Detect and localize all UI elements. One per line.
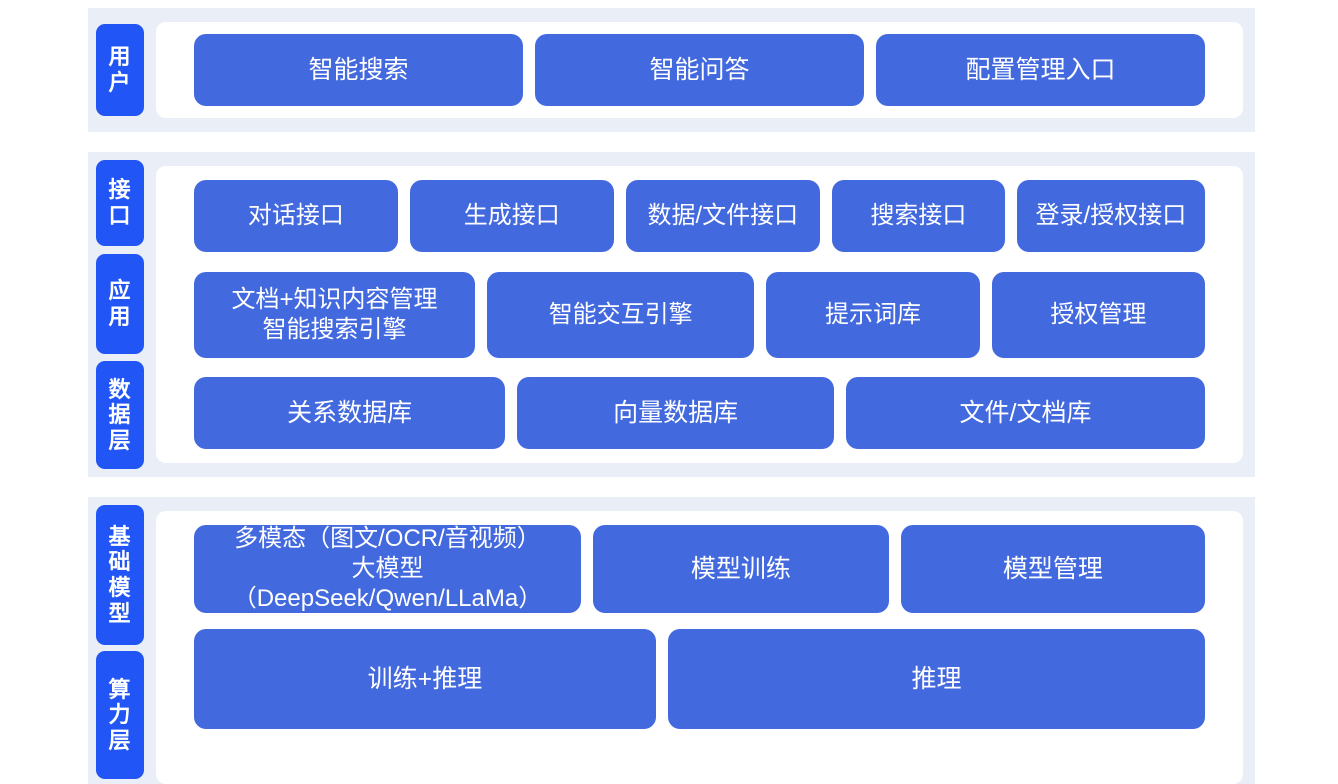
box-search-api[interactable]: 搜索接口 <box>832 180 1005 252</box>
section-user-tab-column: 用户 <box>88 8 152 132</box>
box-multimodal-large-model[interactable]: 多模态（图文/OCR/音视频） 大模型（DeepSeek/Qwen/LLaMa） <box>194 525 581 613</box>
box-file-document-store[interactable]: 文件/文档库 <box>845 377 1205 449</box>
box-intelligent-interaction-engine[interactable]: 智能交互引擎 <box>486 271 755 358</box>
row-compute-layer: 训练+推理 推理 <box>156 629 1243 729</box>
layer-tab-data[interactable]: 数据层 <box>96 361 144 469</box>
box-authorization-management[interactable]: 授权管理 <box>991 271 1205 358</box>
layer-tab-user[interactable]: 用户 <box>96 24 144 116</box>
box-relational-database[interactable]: 关系数据库 <box>194 377 506 449</box>
box-config-management-entry[interactable]: 配置管理入口 <box>876 34 1205 106</box>
box-prompt-library[interactable]: 提示词库 <box>766 271 980 358</box>
box-data-file-api[interactable]: 数据/文件接口 <box>625 180 821 252</box>
box-inference[interactable]: 推理 <box>667 629 1205 729</box>
box-training-and-inference[interactable]: 训练+推理 <box>194 629 656 729</box>
box-vector-database[interactable]: 向量数据库 <box>517 377 834 449</box>
box-model-training[interactable]: 模型训练 <box>592 525 889 613</box>
layer-tab-interface[interactable]: 接口 <box>96 160 144 246</box>
section-infrastructure-tab-column: 基础模型 算力层 <box>88 497 152 784</box>
row-user-entries: 智能搜索 智能问答 配置管理入口 <box>156 34 1243 106</box>
box-dialog-api[interactable]: 对话接口 <box>194 180 398 252</box>
box-login-auth-api[interactable]: 登录/授权接口 <box>1016 180 1205 252</box>
box-intelligent-qa[interactable]: 智能问答 <box>535 34 864 106</box>
box-document-knowledge-management[interactable]: 文档+知识内容管理 智能搜索引擎 <box>194 271 475 358</box>
section-middle: 接口 应用 数据层 对话接口 生成接口 数据/文件接口 搜索接口 登录/授权接口… <box>88 152 1255 477</box>
section-user: 用户 智能搜索 智能问答 配置管理入口 <box>88 8 1255 132</box>
layer-tab-compute[interactable]: 算力层 <box>96 651 144 779</box>
section-infrastructure: 基础模型 算力层 多模态（图文/OCR/音视频） 大模型（DeepSeek/Qw… <box>88 497 1255 784</box>
box-intelligent-search[interactable]: 智能搜索 <box>194 34 523 106</box>
section-infrastructure-panel: 多模态（图文/OCR/音视频） 大模型（DeepSeek/Qwen/LLaMa）… <box>156 511 1243 784</box>
row-data-layer: 关系数据库 向量数据库 文件/文档库 <box>156 377 1243 449</box>
box-generation-api[interactable]: 生成接口 <box>409 180 614 252</box>
section-user-panel: 智能搜索 智能问答 配置管理入口 <box>156 22 1243 118</box>
section-middle-panel: 对话接口 生成接口 数据/文件接口 搜索接口 登录/授权接口 文档+知识内容管理… <box>156 166 1243 463</box>
layer-tab-application[interactable]: 应用 <box>96 253 144 354</box>
section-middle-tab-column: 接口 应用 数据层 <box>88 152 152 477</box>
row-application: 文档+知识内容管理 智能搜索引擎 智能交互引擎 提示词库 授权管理 <box>156 271 1243 358</box>
box-model-management[interactable]: 模型管理 <box>900 525 1205 613</box>
row-interface: 对话接口 生成接口 数据/文件接口 搜索接口 登录/授权接口 <box>156 180 1243 252</box>
layer-tab-foundation-model[interactable]: 基础模型 <box>96 505 144 645</box>
row-foundation-model: 多模态（图文/OCR/音视频） 大模型（DeepSeek/Qwen/LLaMa）… <box>156 525 1243 613</box>
